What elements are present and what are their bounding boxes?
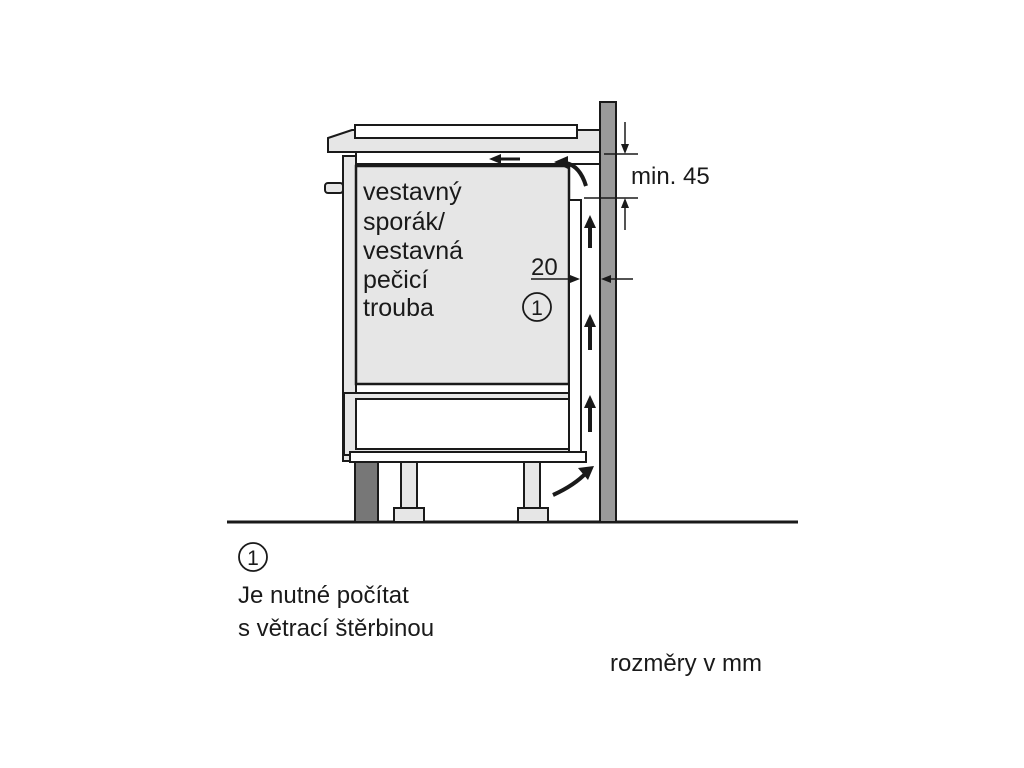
dimension-top-gap [584, 122, 638, 230]
airflow-arrows [489, 154, 596, 497]
plinth [354, 461, 379, 523]
callout-marker-number: 1 [531, 297, 543, 320]
foot-right [517, 461, 549, 523]
cooktop [354, 124, 578, 139]
foot-left [393, 461, 425, 523]
footnote-line-1: Je nutné počítat [238, 582, 409, 609]
appliance-label-line-4: pečicí [363, 266, 428, 294]
drawer-front [355, 398, 576, 450]
footnote-line-2: s větrací štěrbinou [238, 615, 434, 642]
appliance-label-line-3: vestavná [363, 237, 463, 265]
appliance-label-line-1: vestavný [363, 178, 462, 206]
cabinet-top-rail [355, 151, 601, 165]
callout-marker: 1 [522, 292, 552, 322]
dimension-side-gap [531, 275, 633, 283]
airflow-arrow-bottom-curve [552, 470, 589, 497]
footnote: 1 Je nutné počítat s větrací štěrbinou [238, 542, 434, 642]
units-note: rozměry v mm [610, 650, 762, 677]
footnote-marker: 1 [247, 547, 259, 570]
appliance-label: vestavný sporák/ vestavná pečicí trouba [363, 178, 463, 322]
cabinet-bottom [349, 451, 587, 463]
appliance-label-line-5: trouba [363, 294, 434, 322]
wall [599, 101, 617, 523]
oven-front [354, 164, 571, 386]
cabinet-back-panel [568, 199, 582, 456]
dimension-top-gap-label: min. 45 [631, 163, 710, 190]
dimension-side-gap-label: 20 [531, 254, 558, 281]
knob [324, 182, 344, 194]
appliance-label-line-2: sporák/ [363, 208, 445, 236]
airflow-arrow-top-curve [565, 161, 588, 187]
